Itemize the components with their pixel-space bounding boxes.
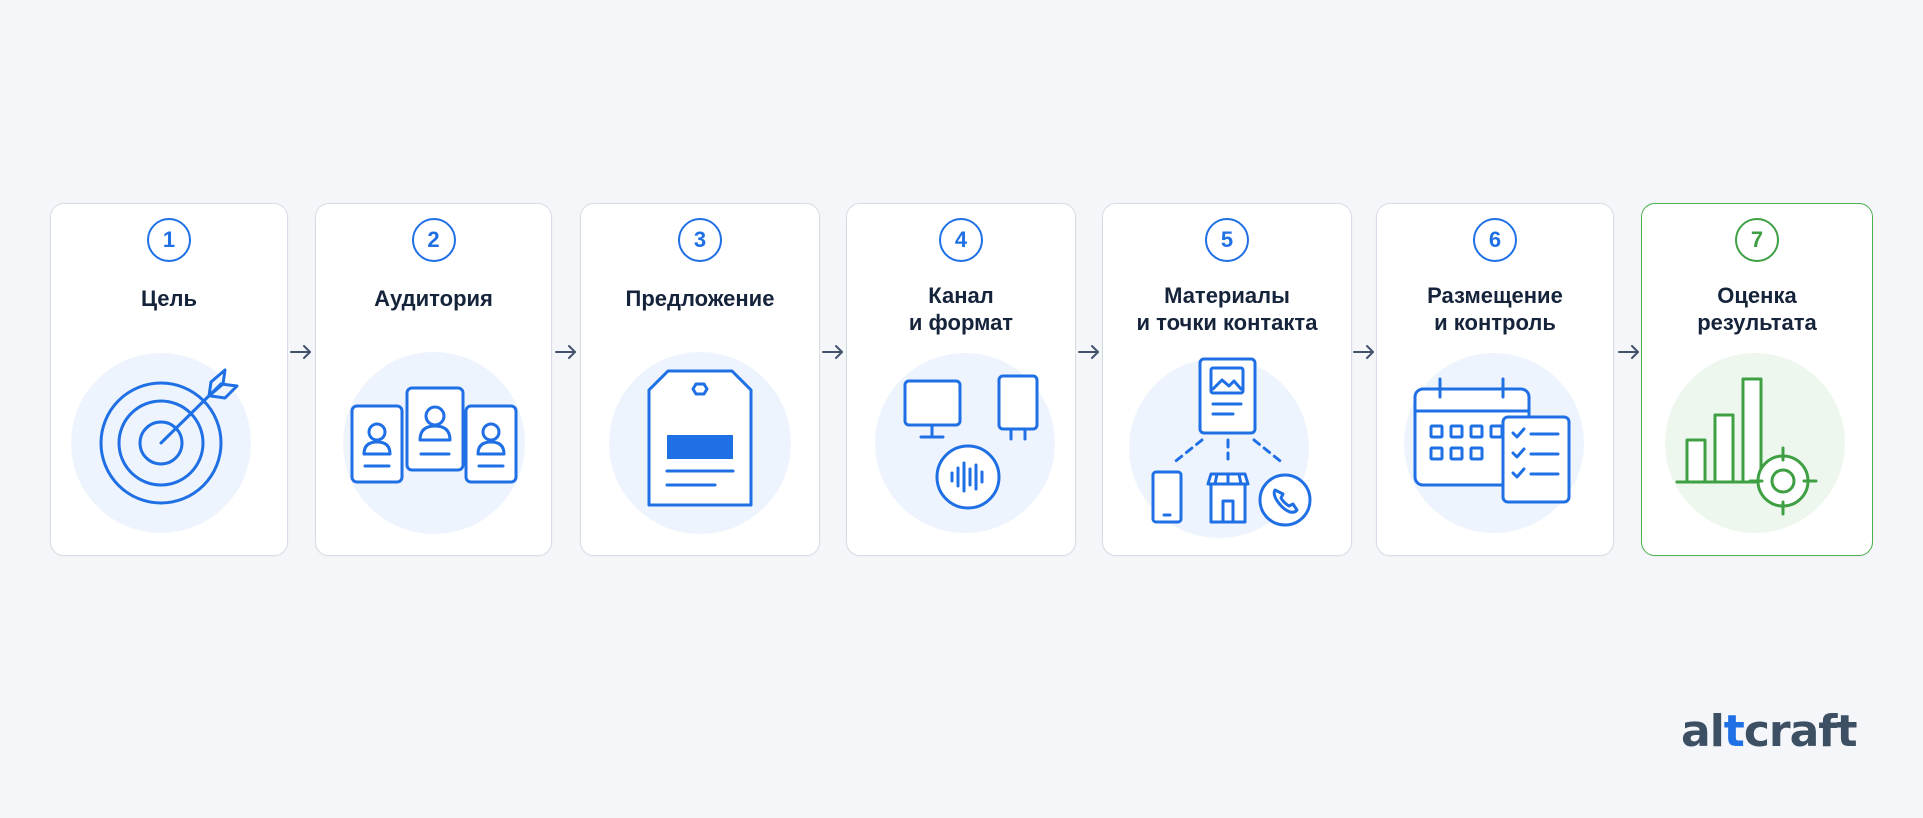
step-title: Канал и формат: [908, 283, 1014, 335]
channel-devices-icon: [861, 344, 1061, 544]
step-card-touchpoints: 5 Материалы и точки контакта: [1102, 203, 1352, 556]
step-number: 6: [1473, 218, 1517, 262]
step-number: 1: [147, 218, 191, 262]
touchpoints-icon: [1127, 344, 1327, 544]
chart-target-icon: [1657, 344, 1857, 544]
step-card-placement: 6 Размещение и контроль: [1376, 203, 1614, 556]
step-title: Предложение: [625, 286, 775, 311]
step-card-audience: 2 Аудитория: [315, 203, 552, 556]
price-tag-icon: [600, 344, 800, 544]
step-card-result: 7 Оценка результата: [1641, 203, 1873, 556]
step-card-goal: 1 Цель: [50, 203, 288, 556]
step-card-offer: 3 Предложение: [580, 203, 820, 556]
arrow-right-icon: [553, 340, 579, 364]
step-title: Цель: [140, 286, 198, 311]
calendar-checklist-icon: [1395, 344, 1595, 544]
step-number: 4: [939, 218, 983, 262]
step-title: Материалы и точки контакта: [1136, 283, 1318, 335]
arrow-right-icon: [288, 340, 314, 364]
arrow-right-icon: [820, 340, 846, 364]
step-number: 7: [1735, 218, 1779, 262]
altcraft-logo: altcraft: [1681, 706, 1857, 757]
target-arrow-icon: [69, 344, 269, 544]
step-number: 5: [1205, 218, 1249, 262]
step-title: Аудитория: [374, 286, 493, 311]
arrow-right-icon: [1351, 340, 1377, 364]
arrow-right-icon: [1076, 340, 1102, 364]
step-title: Размещение и контроль: [1427, 283, 1563, 335]
step-number: 3: [678, 218, 722, 262]
step-number: 2: [411, 218, 456, 262]
audience-profiles-icon: [334, 344, 534, 544]
step-title: Оценка результата: [1697, 283, 1817, 335]
step-card-channel: 4 Канал и формат: [846, 203, 1076, 556]
arrow-right-icon: [1616, 340, 1642, 364]
